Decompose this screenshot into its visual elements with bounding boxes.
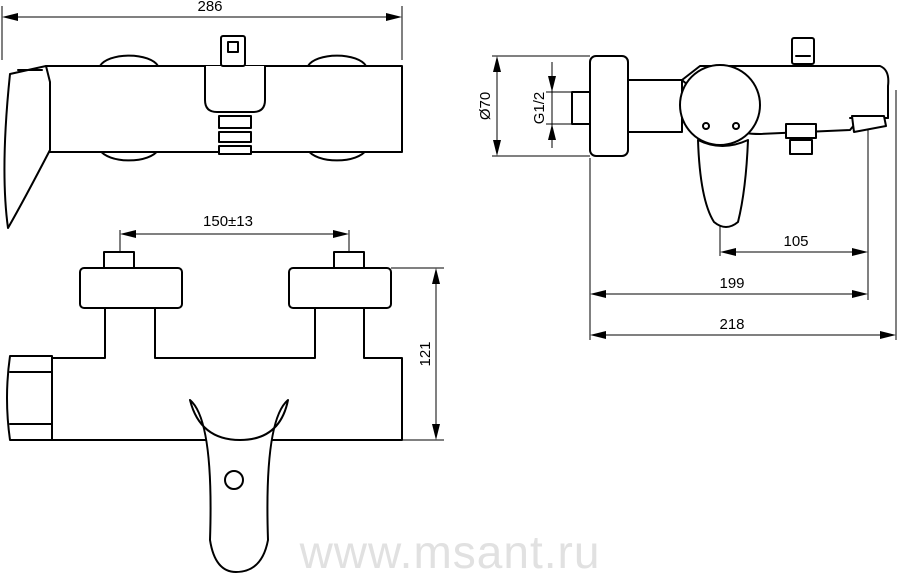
top-view-left-disc — [99, 54, 159, 67]
top-view-right-disc — [307, 54, 367, 67]
top-view — [3, 35, 403, 229]
dimension-121: 121 — [391, 267, 444, 441]
top-view-diverter-housing — [204, 65, 266, 113]
front-view-right-flange — [288, 267, 392, 309]
dimension-218-label: 218 — [719, 316, 744, 333]
side-view-lever-head — [679, 64, 761, 146]
dimension-thread-label: G1/2 — [531, 92, 548, 125]
dimension-150: 150±13 — [119, 213, 350, 252]
dimension-105-label: 105 — [783, 233, 808, 250]
front-view-lever — [189, 399, 289, 573]
side-view-lever-paddle — [697, 139, 749, 228]
front-view-left-flange — [79, 267, 183, 309]
dimension-199-label: 199 — [719, 275, 744, 292]
front-view-end-cap — [6, 355, 53, 441]
side-view-connection-stub — [571, 91, 591, 125]
front-view — [6, 251, 403, 573]
side-view — [571, 37, 890, 228]
dimension-105: 105 — [720, 233, 868, 256]
dimension-150-label: 150±13 — [203, 213, 253, 230]
top-view-outlet — [218, 115, 252, 129]
dimension-diameter-label: Ø70 — [477, 92, 494, 120]
top-view-lever — [3, 65, 51, 229]
dimension-199: 199 — [590, 275, 868, 298]
side-view-diverter-knob — [791, 37, 815, 65]
side-view-spout-outlet — [851, 115, 887, 133]
front-view-body — [51, 307, 403, 441]
dimension-286: 286 — [1, 0, 403, 60]
side-view-neck — [627, 79, 683, 133]
side-view-hose-outlet — [785, 123, 817, 139]
dimension-121-label: 121 — [417, 341, 434, 366]
side-view-wall-flange — [589, 55, 629, 157]
watermark: www.msant.ru — [299, 526, 601, 574]
front-view-lever-screw — [224, 470, 244, 490]
dimension-218: 218 — [590, 316, 896, 339]
dimension-thread: G1/2 — [531, 62, 572, 148]
dimension-diameter: Ø70 — [477, 55, 590, 157]
dimension-286-label: 286 — [197, 0, 222, 15]
